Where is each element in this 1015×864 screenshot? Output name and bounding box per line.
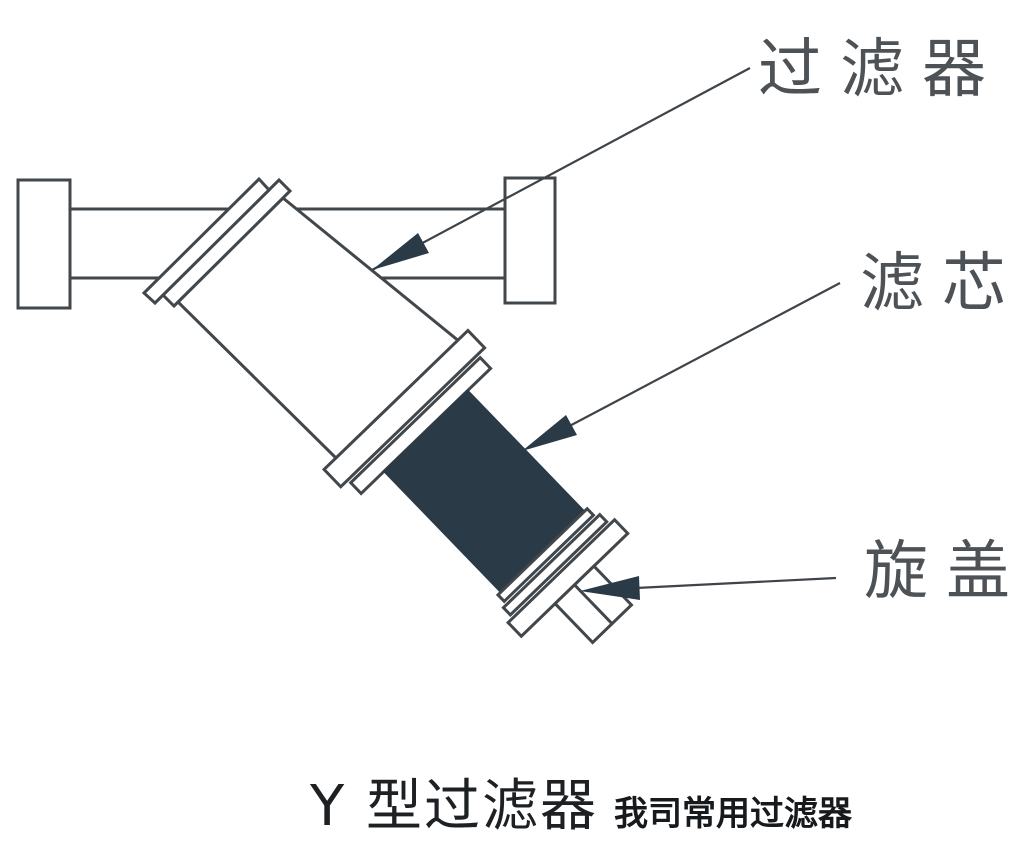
caption: Y 型过滤器 我司常用过滤器	[310, 779, 852, 835]
label-filter-element: 滤芯	[860, 247, 1015, 321]
left-flange	[16, 178, 72, 310]
cap-ring-1	[495, 506, 596, 604]
leader-line-1	[371, 67, 751, 271]
caption-title: Y 型过滤器	[310, 774, 599, 839]
inlet-collar-strip-inner	[160, 177, 293, 309]
label-screw-cap: 旋盖	[864, 535, 1015, 609]
branch-flange-plate-large	[321, 328, 487, 489]
cap-ring-2	[501, 512, 609, 617]
leader-arrow-2	[522, 415, 577, 451]
label-strainer-body: 过滤器	[758, 33, 1004, 107]
leader-line-2	[559, 282, 841, 432]
inlet-collar-strip-outer	[141, 176, 272, 306]
screw-cap-divider	[573, 583, 614, 625]
leader-line-3	[635, 576, 837, 590]
leader-screw-cap	[580, 576, 837, 600]
leader-arrow-3	[580, 576, 640, 600]
caption-subtitle: 我司常用过滤器	[614, 794, 853, 834]
right-flange	[503, 176, 557, 305]
leader-strainer-body	[371, 67, 751, 271]
leader-filter-element	[522, 282, 841, 451]
leader-arrow-1	[372, 233, 429, 270]
